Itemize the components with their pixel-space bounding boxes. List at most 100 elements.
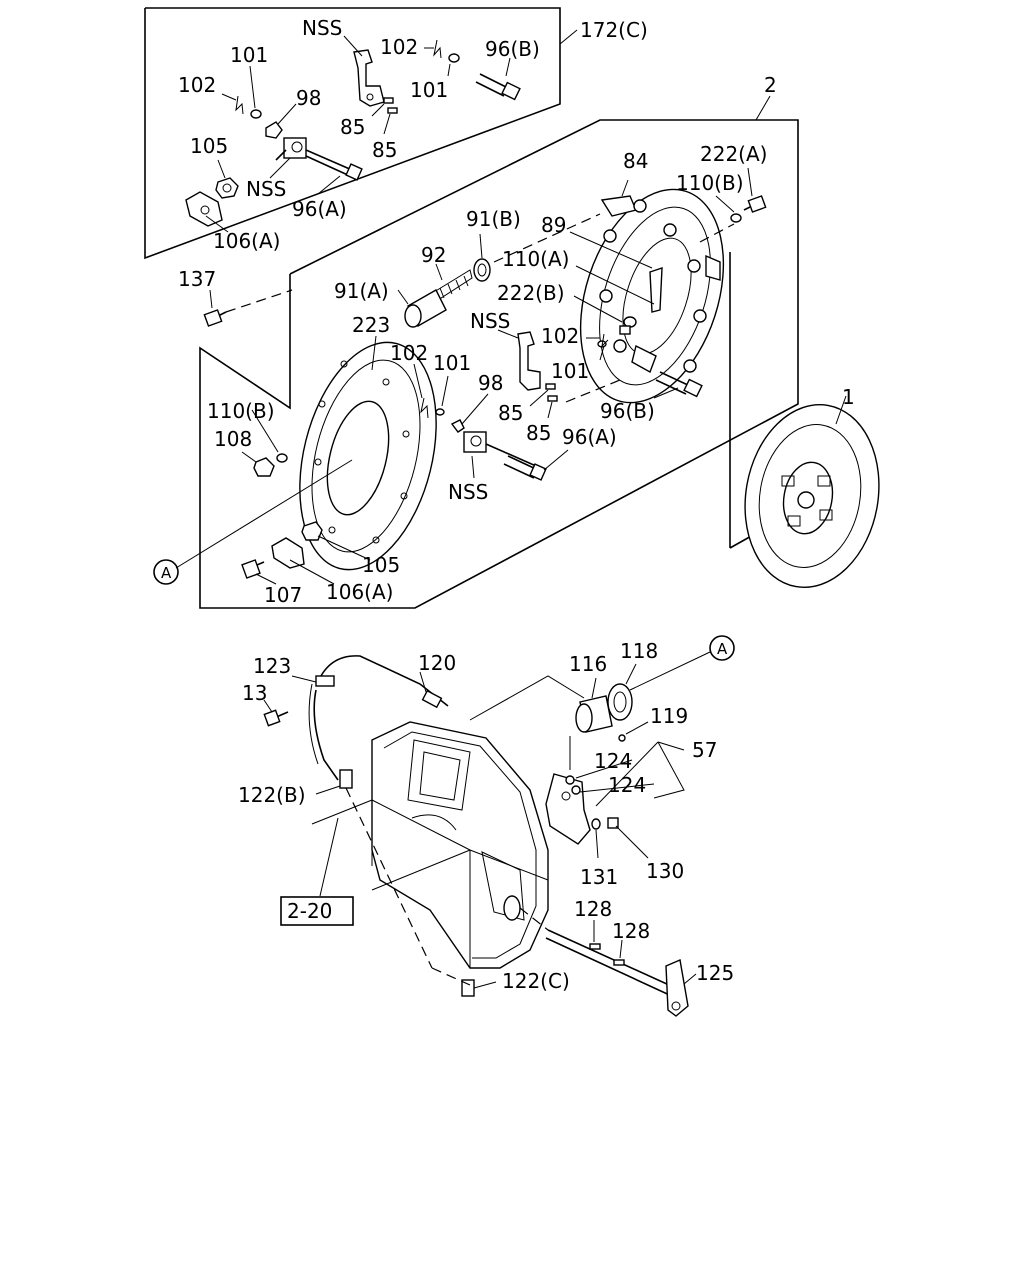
label-110a: 110(A) bbox=[502, 247, 569, 271]
label-102-top-2: 102 bbox=[380, 35, 418, 59]
leaders-middle bbox=[175, 167, 847, 585]
pin-128-1 bbox=[589, 943, 601, 950]
label-1: 1 bbox=[842, 385, 855, 409]
bolt-222b bbox=[619, 325, 631, 335]
label-96b-mid: 96(B) bbox=[600, 399, 655, 423]
cylinder-91a bbox=[404, 289, 447, 328]
bolt-222a bbox=[743, 195, 767, 213]
nut-105-top-hole bbox=[222, 183, 232, 193]
label-223: 223 bbox=[352, 313, 390, 337]
clip-98-mid bbox=[450, 419, 465, 433]
reference-box-2-20 bbox=[280, 896, 354, 926]
pin-85-top-2 bbox=[387, 107, 398, 114]
bolt-137 bbox=[203, 309, 227, 327]
label-101-top-1: 101 bbox=[230, 43, 268, 67]
label-2-20: 2-20 bbox=[287, 899, 332, 923]
clip-98-top bbox=[265, 121, 283, 139]
label-125: 125 bbox=[696, 961, 734, 985]
label-84: 84 bbox=[623, 149, 648, 173]
hydraulic-hose bbox=[308, 655, 449, 781]
label-85-top-1: 85 bbox=[340, 115, 365, 139]
label-130: 130 bbox=[646, 859, 684, 883]
spring-102-top-1 bbox=[235, 95, 244, 115]
label-137: 137 bbox=[178, 267, 216, 291]
release-bearing-116 bbox=[575, 695, 613, 733]
label-106a-top: 106(A) bbox=[213, 229, 280, 253]
label-119: 119 bbox=[650, 704, 688, 728]
label-107: 107 bbox=[264, 583, 302, 607]
label-a-bottom: A bbox=[717, 640, 728, 658]
plate-106a-top bbox=[185, 191, 223, 227]
group-box-172c bbox=[144, 7, 578, 260]
label-122c: 122(C) bbox=[502, 969, 570, 993]
dashed-alignment-mid bbox=[225, 213, 735, 403]
marker-a-bottom-circle bbox=[709, 635, 735, 661]
label-102-mid-2: 102 bbox=[541, 324, 579, 348]
label-108: 108 bbox=[214, 427, 252, 451]
bolt-96b-top bbox=[475, 73, 521, 101]
label-120: 120 bbox=[418, 651, 456, 675]
bracket-part-mid bbox=[517, 331, 541, 391]
fitting-122b bbox=[339, 769, 353, 789]
label-a-mid: A bbox=[161, 564, 172, 582]
label-96a-top: 96(A) bbox=[292, 197, 347, 221]
label-92: 92 bbox=[421, 243, 446, 267]
label-222b: 222(B) bbox=[497, 281, 565, 305]
label-101-mid-1: 101 bbox=[433, 351, 471, 375]
label-110b-left: 110(B) bbox=[207, 399, 275, 423]
label-123: 123 bbox=[253, 654, 291, 678]
label-85-mid-2: 85 bbox=[526, 421, 551, 445]
pressure-plate-84 bbox=[579, 188, 725, 404]
washer-101-top-2 bbox=[448, 53, 460, 63]
label-101-mid-2: 101 bbox=[551, 359, 589, 383]
spring-102-mid-2 bbox=[601, 333, 609, 348]
label-91a: 91(A) bbox=[334, 279, 389, 303]
ring-91b bbox=[473, 258, 491, 282]
nut-108 bbox=[253, 457, 275, 477]
label-57: 57 bbox=[692, 738, 717, 762]
spring-102-top-2 bbox=[433, 39, 442, 59]
label-124-2: 124 bbox=[608, 773, 646, 797]
label-nss-mid-1: NSS bbox=[470, 309, 510, 333]
label-101-top-2: 101 bbox=[410, 78, 448, 102]
label-85-mid-1: 85 bbox=[498, 401, 523, 425]
label-96b-top: 96(B) bbox=[485, 37, 540, 61]
pin-85-mid-2 bbox=[547, 395, 558, 402]
label-89: 89 bbox=[541, 213, 566, 237]
washer-110b-left bbox=[276, 453, 288, 463]
label-128-1: 128 bbox=[574, 897, 612, 921]
clutch-disc-1 bbox=[744, 403, 880, 589]
clutch-housing bbox=[311, 721, 549, 969]
bolt-96b-mid bbox=[655, 371, 703, 398]
label-98-mid: 98 bbox=[478, 371, 503, 395]
label-105-top: 105 bbox=[190, 134, 228, 158]
plate-106a-mid bbox=[271, 537, 305, 569]
marker-a-mid-circle bbox=[153, 559, 179, 585]
label-91b: 91(B) bbox=[466, 207, 521, 231]
washer-110b-right bbox=[730, 213, 742, 223]
label-2: 2 bbox=[764, 73, 777, 97]
spring-102-mid-1 bbox=[420, 397, 429, 419]
pin-85-top-1 bbox=[383, 97, 394, 104]
label-222a: 222(A) bbox=[700, 142, 767, 166]
washer-131 bbox=[591, 818, 601, 830]
bearing-118 bbox=[607, 683, 633, 721]
bracket-part-top bbox=[353, 49, 385, 107]
bolt-107 bbox=[241, 559, 265, 579]
nut-105-top bbox=[215, 177, 239, 199]
bolt-130 bbox=[607, 817, 619, 829]
label-102-mid-1: 102 bbox=[390, 341, 428, 365]
leaders-top-box bbox=[205, 35, 511, 233]
washer-101-top-1 bbox=[250, 109, 262, 119]
plate-106a-top-hole bbox=[200, 205, 210, 215]
label-105-mid: 105 bbox=[362, 553, 400, 577]
label-122b: 122(B) bbox=[238, 783, 306, 807]
label-nss-top-1: NSS bbox=[302, 16, 342, 40]
label-96a-mid: 96(A) bbox=[562, 425, 617, 449]
label-102-top-1: 102 bbox=[178, 73, 216, 97]
nut-105-mid bbox=[301, 521, 323, 541]
label-128-2: 128 bbox=[612, 919, 650, 943]
label-124-1: 124 bbox=[594, 749, 632, 773]
